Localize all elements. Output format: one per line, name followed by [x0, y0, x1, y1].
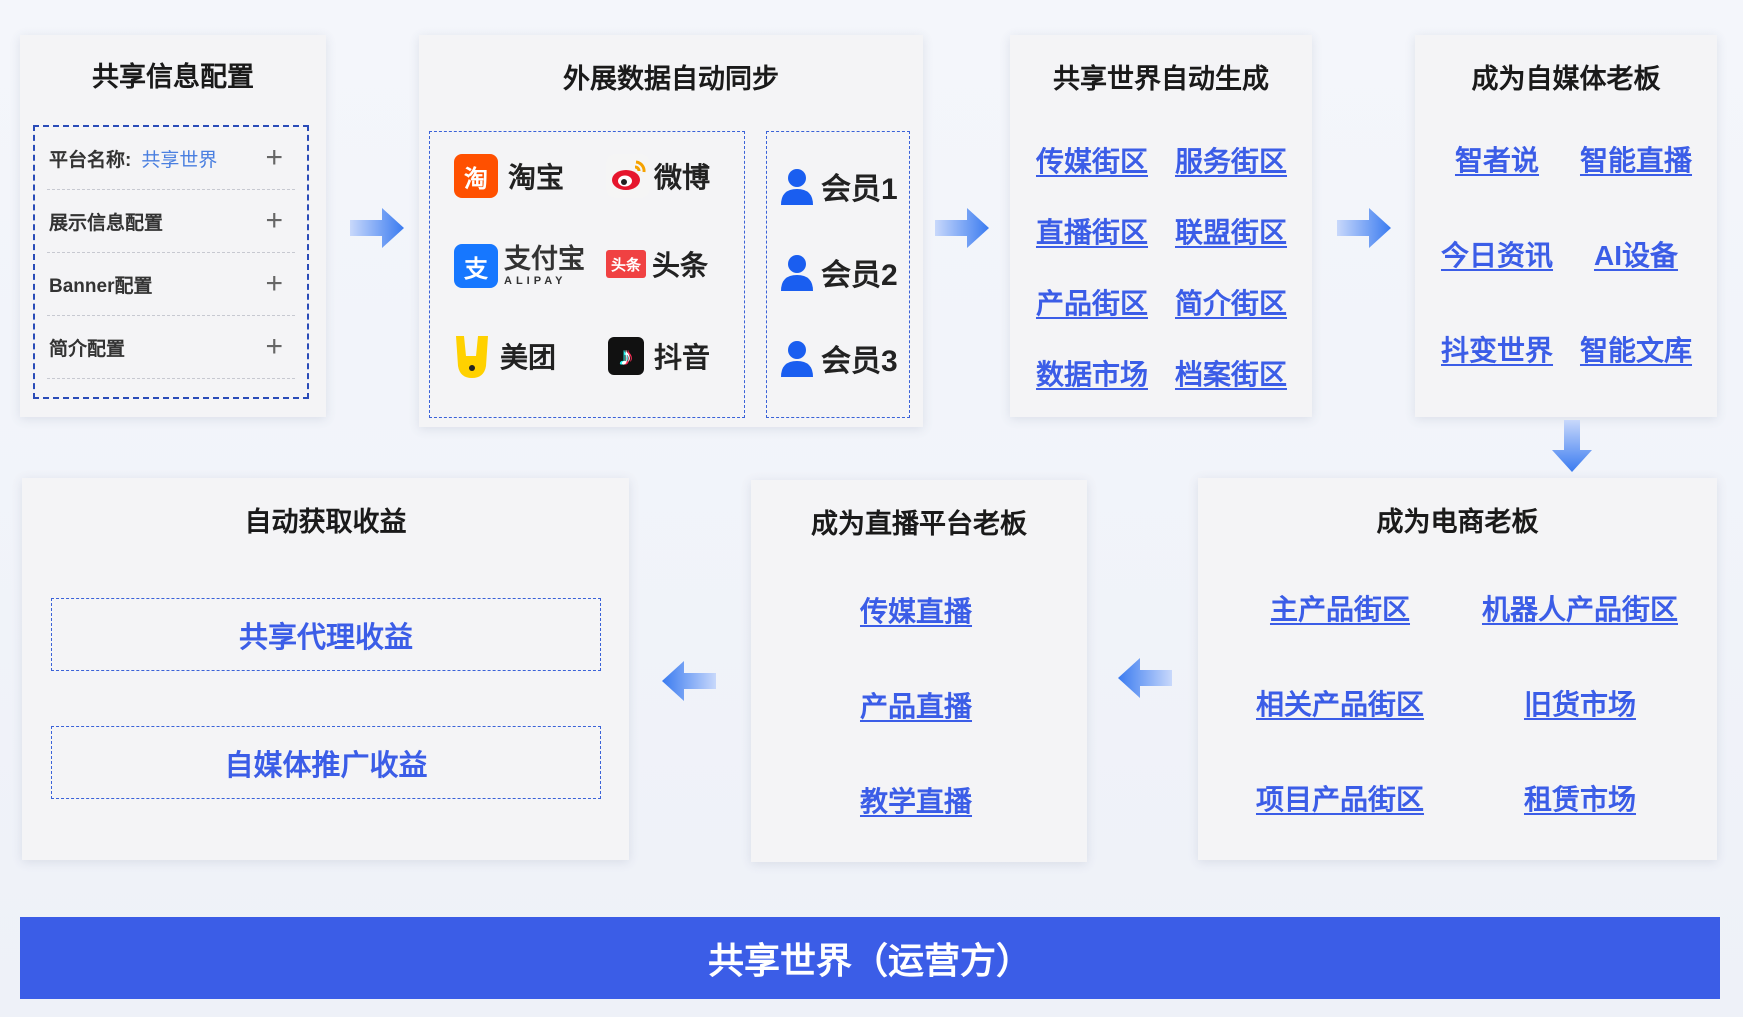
link-data-market[interactable]: 数据市场: [1035, 359, 1149, 390]
config-row-banner[interactable]: Banner配置 +: [47, 253, 295, 316]
platform-name: 抖音: [654, 342, 711, 373]
member-item[interactable]: 会员2: [779, 250, 898, 294]
link-ai-device[interactable]: AI设备: [1593, 240, 1679, 271]
user-icon: [781, 169, 813, 205]
link-rental-market[interactable]: 租赁市场: [1523, 784, 1637, 815]
add-icon[interactable]: +: [265, 204, 283, 237]
sync-panel: 外展数据自动同步 淘 淘宝 微博 支 支付宝 ALIPAY: [419, 35, 923, 427]
link-teaching-live[interactable]: 教学直播: [859, 786, 973, 817]
config-row-label: Banner配置: [49, 275, 153, 297]
user-icon: [781, 341, 813, 377]
platform-subname: ALIPAY: [504, 274, 567, 287]
sync-panel-title: 外展数据自动同步: [563, 64, 779, 94]
config-row-label: 简介配置: [49, 338, 126, 360]
income-panel: 自动获取收益 共享代理收益 自媒体推广收益: [22, 478, 629, 860]
link-doubian-world[interactable]: 抖变世界: [1440, 335, 1554, 366]
link-related-product-street[interactable]: 相关产品街区: [1255, 689, 1425, 720]
live-panel: 成为直播平台老板 传媒直播 产品直播 教学直播: [751, 480, 1087, 862]
platform-name: 淘宝: [508, 162, 565, 193]
world-panel-title: 共享世界自动生成: [1053, 64, 1269, 94]
arrow-left-icon: [1118, 658, 1172, 698]
live-panel-title: 成为直播平台老板: [811, 509, 1027, 539]
config-box: 平台名称: 共享世界 + 展示信息配置 + Banner配置 + 简介配置 +: [33, 125, 309, 399]
platform-name: 支付宝: [504, 243, 585, 274]
arrow-right-icon: [350, 208, 404, 248]
weibo-icon: [606, 154, 650, 198]
platform-meituan[interactable]: 美团: [450, 332, 556, 380]
link-project-product-street[interactable]: 项目产品街区: [1255, 784, 1425, 815]
ecommerce-panel-title: 成为电商老板: [1376, 507, 1539, 537]
ecommerce-panel: 成为电商老板 主产品街区 机器人产品街区 相关产品街区 旧货市场 项目产品街区 …: [1198, 478, 1717, 860]
media-panel: 成为自媒体老板 智者说 智能直播 今日资讯 AI设备 抖变世界 智能文库: [1415, 35, 1717, 417]
taobao-icon: 淘: [454, 154, 498, 198]
link-media-live[interactable]: 传媒直播: [859, 596, 973, 627]
link-alliance-street[interactable]: 联盟街区: [1174, 217, 1288, 248]
platform-name: 微博: [654, 162, 711, 193]
link-intro-street[interactable]: 简介街区: [1174, 288, 1288, 319]
link-smart-library[interactable]: 智能文库: [1579, 335, 1693, 366]
toutiao-icon: 头条: [606, 250, 646, 278]
members-box: 会员1 会员2 会员3: [766, 131, 910, 418]
config-row-label: 平台名称:: [49, 149, 132, 171]
config-row-display[interactable]: 展示信息配置 +: [47, 190, 295, 253]
arrow-down-icon: [1552, 420, 1592, 472]
config-row-intro[interactable]: 简介配置 +: [47, 316, 295, 379]
link-live-street[interactable]: 直播街区: [1035, 217, 1149, 248]
income-promotion[interactable]: 自媒体推广收益: [51, 726, 601, 799]
media-panel-title: 成为自媒体老板: [1471, 64, 1661, 94]
config-panel-title: 共享信息配置: [92, 62, 254, 92]
config-row-platform-name[interactable]: 平台名称: 共享世界 +: [47, 127, 295, 190]
platform-weibo[interactable]: 微博: [606, 154, 710, 198]
link-robot-product-street[interactable]: 机器人产品街区: [1481, 594, 1679, 625]
add-icon[interactable]: +: [265, 141, 283, 174]
arrow-right-icon: [935, 208, 989, 248]
config-row-label: 展示信息配置: [49, 212, 164, 234]
link-media-street[interactable]: 传媒街区: [1035, 146, 1149, 177]
platform-toutiao[interactable]: 头条 头条: [606, 244, 708, 284]
platform-douyin[interactable]: ♪ 抖音: [608, 336, 710, 376]
link-today-news[interactable]: 今日资讯: [1440, 240, 1554, 271]
link-zhizheshuo[interactable]: 智者说: [1454, 145, 1540, 176]
income-agent[interactable]: 共享代理收益: [51, 598, 601, 671]
link-archive-street[interactable]: 档案街区: [1174, 359, 1288, 390]
income-panel-title: 自动获取收益: [244, 507, 407, 537]
platform-name: 美团: [500, 342, 557, 373]
member-item[interactable]: 会员3: [779, 336, 898, 380]
alipay-icon: 支: [454, 244, 498, 288]
platforms-box: 淘 淘宝 微博 支 支付宝 ALIPAY 头条 头条: [429, 131, 745, 418]
link-smart-live[interactable]: 智能直播: [1579, 145, 1693, 176]
add-icon[interactable]: +: [265, 330, 283, 363]
world-panel: 共享世界自动生成 传媒街区 服务街区 直播街区 联盟街区 产品街区 简介街区 数…: [1010, 35, 1312, 417]
add-icon[interactable]: +: [265, 267, 283, 300]
link-main-product-street[interactable]: 主产品街区: [1269, 594, 1411, 625]
link-product-street[interactable]: 产品街区: [1035, 288, 1149, 319]
link-service-street[interactable]: 服务街区: [1174, 146, 1288, 177]
douyin-icon: ♪: [608, 337, 644, 375]
link-secondhand-market[interactable]: 旧货市场: [1523, 689, 1637, 720]
platform-taobao[interactable]: 淘 淘宝: [454, 154, 564, 198]
link-product-live[interactable]: 产品直播: [859, 691, 973, 722]
meituan-icon: [456, 336, 488, 378]
user-icon: [781, 255, 813, 291]
platform-alipay[interactable]: 支 支付宝 ALIPAY: [454, 244, 585, 288]
platform-name-value: 共享世界: [141, 149, 218, 171]
config-panel: 共享信息配置 平台名称: 共享世界 + 展示信息配置 + Banner配置 + …: [20, 35, 326, 417]
operator-bar: 共享世界（运营方）: [20, 917, 1720, 999]
arrow-right-icon: [1337, 208, 1391, 248]
arrow-left-icon: [662, 661, 716, 701]
member-item[interactable]: 会员1: [779, 164, 898, 208]
platform-name: 头条: [652, 250, 709, 281]
